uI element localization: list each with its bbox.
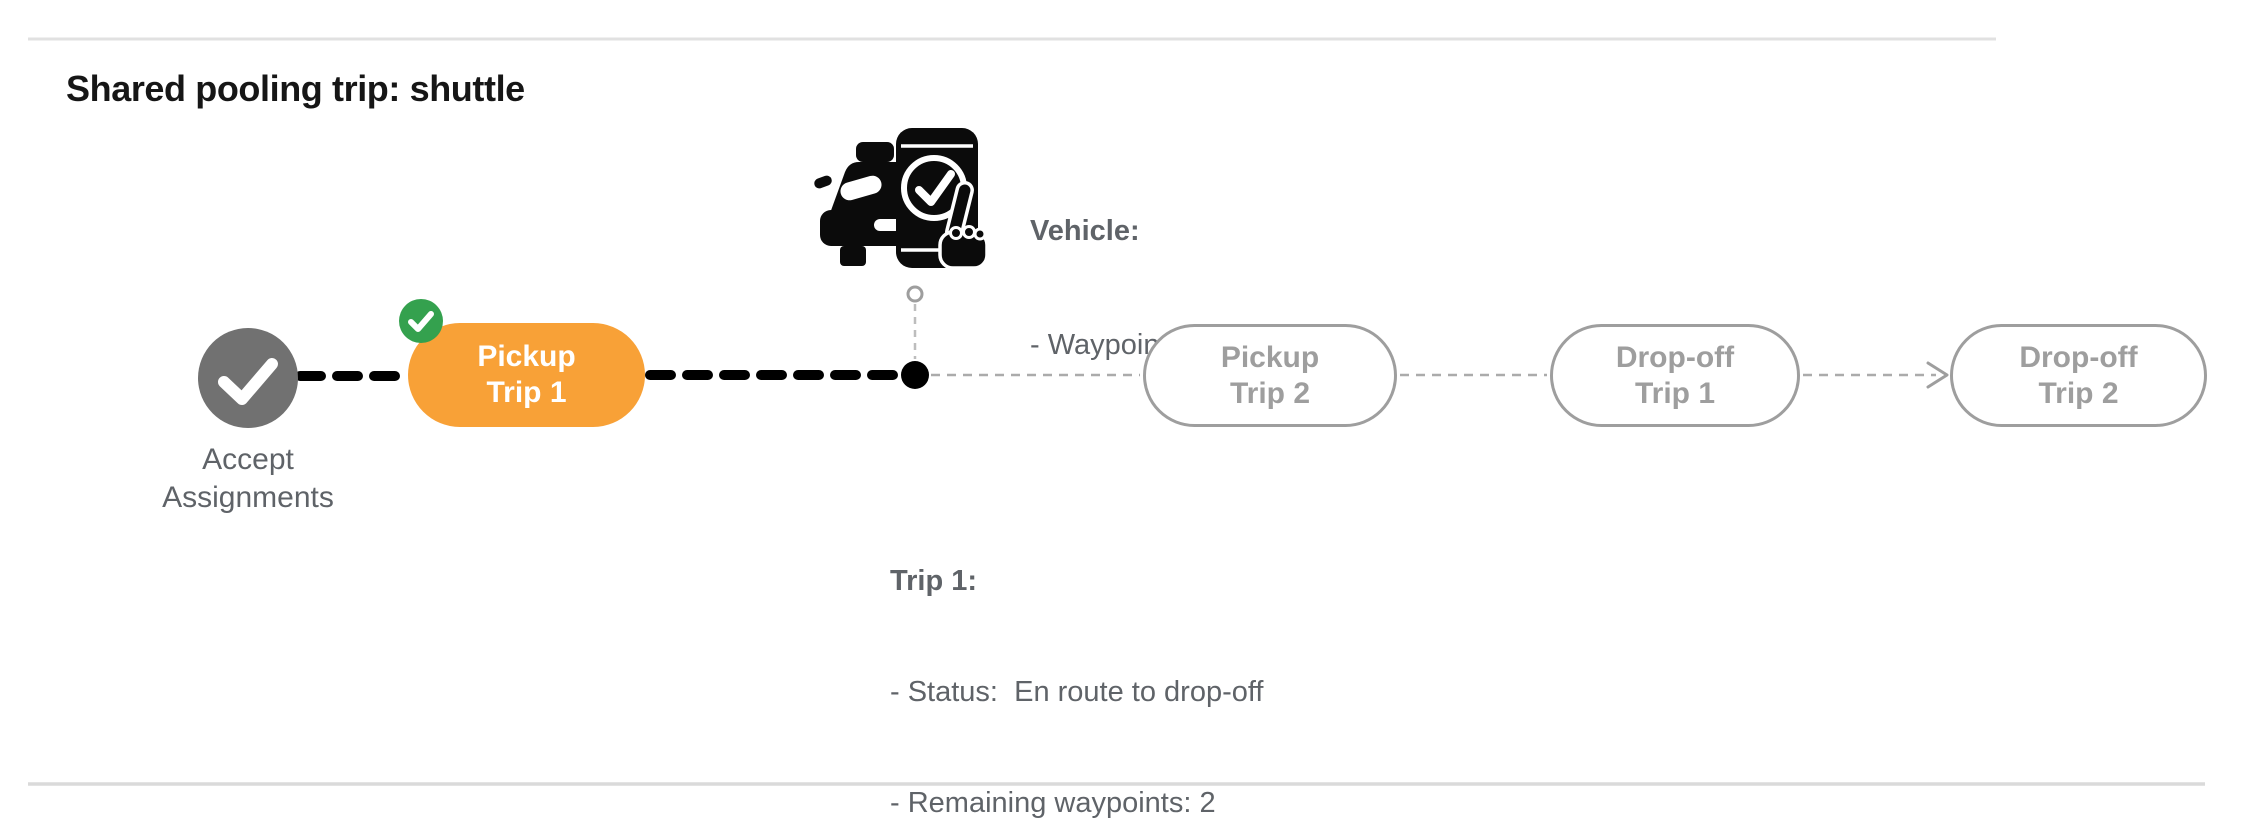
vehicle-anchor-circle <box>906 285 924 303</box>
check-icon <box>218 358 278 405</box>
trip1-waypoints-line: - Remaining waypoints: 2 <box>890 787 1216 819</box>
pickup-trip2-line2: Trip 2 <box>1229 376 1311 410</box>
pickup-trip2-line1: Pickup <box>1220 340 1320 374</box>
pickup-trip1-line2: Trip 1 <box>486 376 567 409</box>
node-dropoff-trip1: Drop-off Trip 1 <box>1550 324 1800 427</box>
arrow-right-icon <box>1926 361 1949 389</box>
dropoff-trip2-line2: Trip 2 <box>2038 376 2119 410</box>
completed-badge <box>399 299 443 343</box>
check-badge-icon <box>408 311 434 332</box>
dropoff-trip2-line1: Drop-off <box>2019 340 2138 374</box>
vehicle-info: Vehicle: - Waypoints: 3 <box>1030 136 1214 440</box>
trip1-status-line: - Status: En route to drop-off <box>890 676 1264 708</box>
node-pickup-trip2: Pickup Trip 2 <box>1143 324 1397 427</box>
dropoff-trip1-line1: Drop-off <box>1615 340 1735 374</box>
trip1-heading: Trip 1: <box>890 565 978 597</box>
accept-assignments-label: Accept Assignments <box>98 441 398 517</box>
accept-assignments-node <box>198 328 298 428</box>
dropoff-trip1-line2: Trip 1 <box>1634 376 1716 410</box>
vehicle-info-heading: Vehicle: <box>1030 215 1140 247</box>
trip-status-info: Trip 1: - Status: En route to drop-off -… <box>890 489 1263 825</box>
node-dropoff-trip2: Drop-off Trip 2 <box>1950 324 2207 427</box>
vehicle-icon <box>814 128 989 270</box>
accept-label-line1: Accept <box>202 443 294 476</box>
node-pickup-trip1: Pickup Trip 1 <box>408 323 645 427</box>
accept-label-line2: Assignments <box>162 481 334 514</box>
page-title: Shared pooling trip: shuttle <box>66 68 525 109</box>
vehicle-position-dot <box>901 361 929 389</box>
pickup-trip1-line1: Pickup <box>477 340 576 373</box>
